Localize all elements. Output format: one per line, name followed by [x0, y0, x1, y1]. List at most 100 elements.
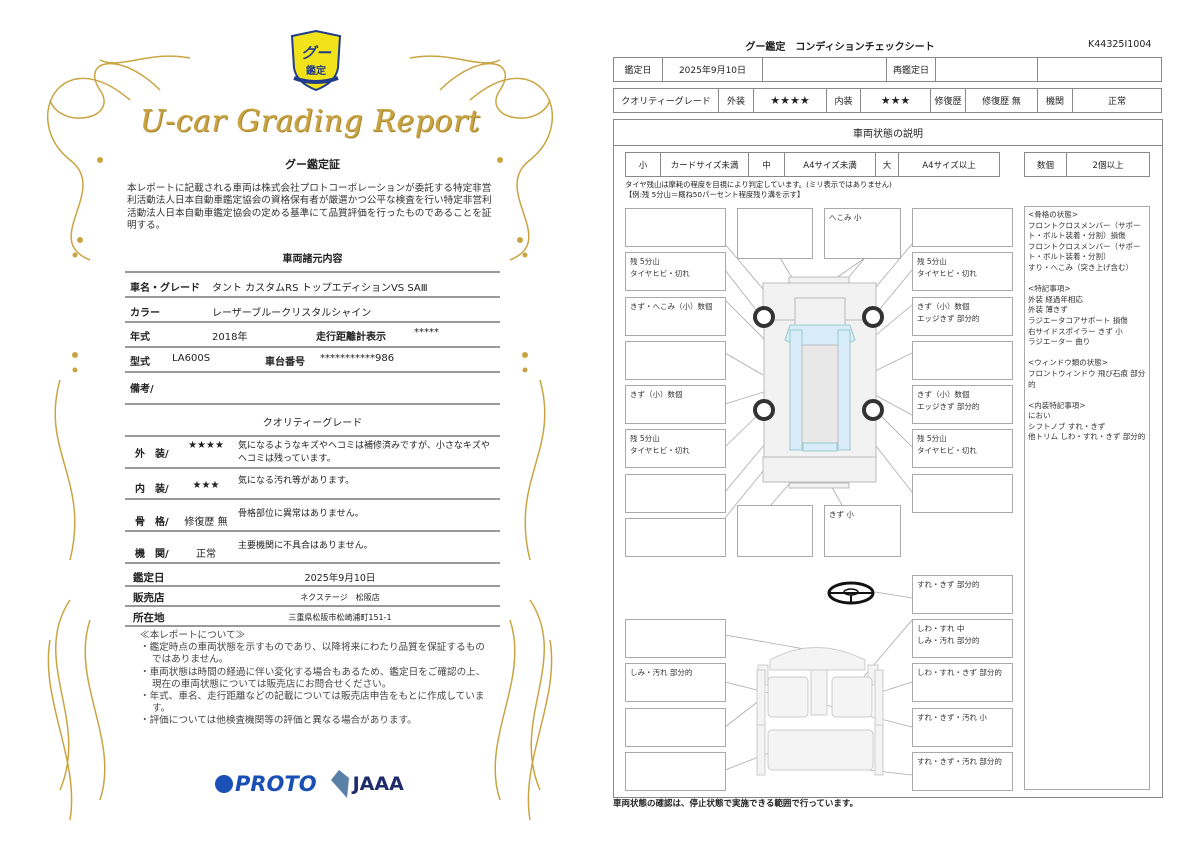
grading-certificate: グー鑑定 U-car Grading Report グー鑑定証 本レポートに記載… [46, 29, 554, 821]
exterior-condition-box [912, 208, 1013, 247]
interior-condition-box: しわ・すれ・きず 部分的 [912, 663, 1013, 702]
note-group-lines: におい シフトノブ すれ・きず 他トリム しわ・すれ・きず 部分的 [1028, 411, 1146, 442]
reappraisal-date-value [935, 57, 1038, 82]
spec-color-label: カラー [130, 308, 160, 319]
repair-history-label: 修復歴 [930, 88, 966, 113]
grade-label: 外 装/ [135, 449, 169, 460]
exterior-condition-box [737, 505, 813, 557]
info-value: 2025年9月10日 [304, 573, 376, 584]
repair-history-value: 修復歴 無 [965, 88, 1038, 113]
grade-description: 骨格部位に異常はありません。 [238, 509, 364, 519]
spec-chassis-value: ***********986 [320, 353, 395, 364]
exterior-condition-box [737, 208, 813, 259]
exterior-condition-box: 残 5分山 タイヤヒビ・切れ [912, 429, 1013, 468]
note-item: ・評価については他検査機関等の評価と異なる場合があります。 [140, 715, 417, 727]
grade-value: ★★★★ [188, 440, 224, 451]
spec-mileage-label: 走行距離計表示 [316, 332, 386, 343]
sheet-code: K44325I1004 [1088, 39, 1152, 50]
spec-name-label: 車名・グレード [130, 283, 200, 294]
note-group-lines: フロントウィンドウ 飛び石痕 部分的 [1028, 368, 1146, 389]
note-group: <内装特記事項>におい シフトノブ すれ・きず 他トリム しわ・すれ・きず 部分… [1028, 401, 1146, 443]
exterior-condition-box [912, 474, 1013, 513]
grade-value: 修復歴 無 [184, 517, 228, 528]
note-item: ・鑑定時点の車両状態を示すものであり、以降将来にわたり品質を保証するものではあり… [140, 642, 485, 666]
note-group-heading: <内装特記事項> [1028, 400, 1086, 410]
grade-description: 気になるようなキズやヘコミは補修済みですが、小さなキズやヘコミは残っています。 [238, 441, 490, 464]
interior-condition-box: しみ・汚れ 部分的 [625, 663, 726, 702]
grade-value: ★★★ [192, 480, 220, 491]
jaaa-logo-mark-icon [330, 770, 349, 798]
note-item: ・年式、車名、走行距離などの記載については販売店申告をもとに作成しています。 [140, 691, 485, 715]
car-top-view [762, 276, 877, 489]
steering-wheel-icon [827, 581, 875, 605]
info-value: 三重県松阪市松崎浦町151-1 [288, 613, 392, 622]
spec-name-value: タント カスタムRS トップエディションVS SAⅢ [212, 283, 428, 294]
exterior-condition-box: きず（小）数個 エッジきず 部分的 [912, 297, 1013, 336]
count-legend-cell: 2個以上 [1066, 152, 1150, 177]
sheet-title: グー鑑定 コンディションチェックシート [745, 42, 935, 53]
interior-condition-box [625, 708, 726, 747]
exterior-label: 外装 [718, 88, 754, 113]
svg-text:グー: グー [301, 44, 332, 62]
note-group: <特記事項>外装 経過年相応 外装 薄きず ラジエータコアサポート 損傷 右サイ… [1028, 284, 1146, 348]
size-legend-cell: 大 [875, 152, 899, 177]
svg-text:鑑定: 鑑定 [306, 64, 326, 77]
info-label: 販売店 [133, 592, 165, 604]
spec-color-value: レーザーブルークリスタルシャイン [212, 308, 372, 319]
sheet-footer-note: 車両状態の確認は、停止状態で実施できる範囲で行っています。 [613, 799, 859, 809]
grade-description: 気になる汚れ等があります。 [238, 476, 355, 486]
exterior-condition-box [625, 474, 726, 513]
grade-label: 骨 格/ [135, 517, 169, 528]
interior-condition-box: すれ・きず・汚れ 部分的 [912, 752, 1013, 791]
exterior-condition-box [625, 518, 726, 557]
footer-logos: PROTO JAAA [215, 770, 404, 798]
certificate-heading: グー鑑定証 [285, 158, 340, 171]
interior-stars: ★★★ [860, 88, 931, 113]
interior-condition-box: すれ・きず 部分的 [912, 575, 1013, 614]
report-script-title: U-car Grading Report [139, 104, 481, 139]
interior-condition-box: しわ・すれ 中 しみ・汚れ 部分的 [912, 619, 1013, 658]
size-legend-cell: A4サイズ以上 [898, 152, 1000, 177]
note-group: <ウィンドウ類の状態>フロントウィンドウ 飛び石痕 部分的 [1028, 358, 1146, 390]
interior-condition-box: すれ・きず・汚れ 小 [912, 708, 1013, 747]
exterior-condition-box: へこみ 小 [824, 208, 901, 259]
interior-condition-box [625, 752, 726, 791]
interior-condition-box [625, 619, 726, 658]
note-group-lines: フロントクロスメンバー（サポート・ボルト装着・分割）損傷 フロントクロスメンバー… [1028, 220, 1141, 272]
exterior-condition-box [625, 341, 726, 380]
exterior-condition-box: 残 5分山 タイヤヒビ・切れ [912, 252, 1013, 291]
appraisal-date-label: 鑑定日 [613, 57, 663, 82]
exterior-condition-box: きず 小 [824, 505, 901, 557]
spec-mileage-value: ***** [414, 327, 439, 338]
note-group-lines: 外装 経過年相応 外装 薄きず ラジエータコアサポート 損傷 右サイドスポイラー… [1028, 294, 1128, 347]
spec-model-label: 型式 [130, 357, 150, 368]
exterior-condition-box [625, 208, 726, 247]
engine-value: 正常 [1072, 88, 1162, 113]
blank-cell [1037, 57, 1162, 82]
grade-description: 主要機関に不具合はありません。 [238, 541, 373, 551]
notes-heading: ≪本レポートについて≫ [140, 630, 246, 641]
car-interior-view [756, 647, 884, 776]
info-label: 鑑定日 [133, 572, 165, 584]
spec-chassis-label: 車台番号 [265, 357, 305, 368]
grade-label: 内 装/ [135, 484, 169, 495]
note-group-heading: <特記事項> [1028, 284, 1071, 294]
quality-grade-label: クオリティーグレード [613, 88, 719, 113]
exterior-condition-box [912, 341, 1013, 380]
proto-logo: PROTO [215, 772, 317, 796]
gold-ornament-frame [46, 55, 554, 821]
spec-heading: 車両諸元内容 [282, 254, 343, 265]
note-group-heading: <骨格の状態> [1028, 210, 1079, 219]
exterior-condition-box: きず（小）数個 エッジきず 部分的 [912, 385, 1013, 424]
spec-model-value: LA600S [172, 353, 211, 364]
grade-heading: クオリティーグレード [262, 418, 363, 429]
size-legend-cell: A4サイズ未満 [784, 152, 876, 177]
exterior-condition-box: 残 5分山 タイヤヒビ・切れ [625, 429, 726, 468]
exterior-stars: ★★★★ [753, 88, 827, 113]
exterior-condition-box: きず（小）数個 [625, 385, 726, 424]
size-legend-cell: 小 [625, 152, 661, 177]
tire-note: タイヤ残山は摩耗の程度を目視により判定しています。(ミリ表示ではありません)【例… [625, 180, 892, 199]
exterior-condition-box: 残 5分山 タイヤヒビ・切れ [625, 252, 726, 291]
note-group: <骨格の状態>フロントクロスメンバー（サポート・ボルト装着・分割）損傷 フロント… [1028, 210, 1146, 274]
goo-kantei-logo: グー鑑定 [288, 29, 344, 92]
